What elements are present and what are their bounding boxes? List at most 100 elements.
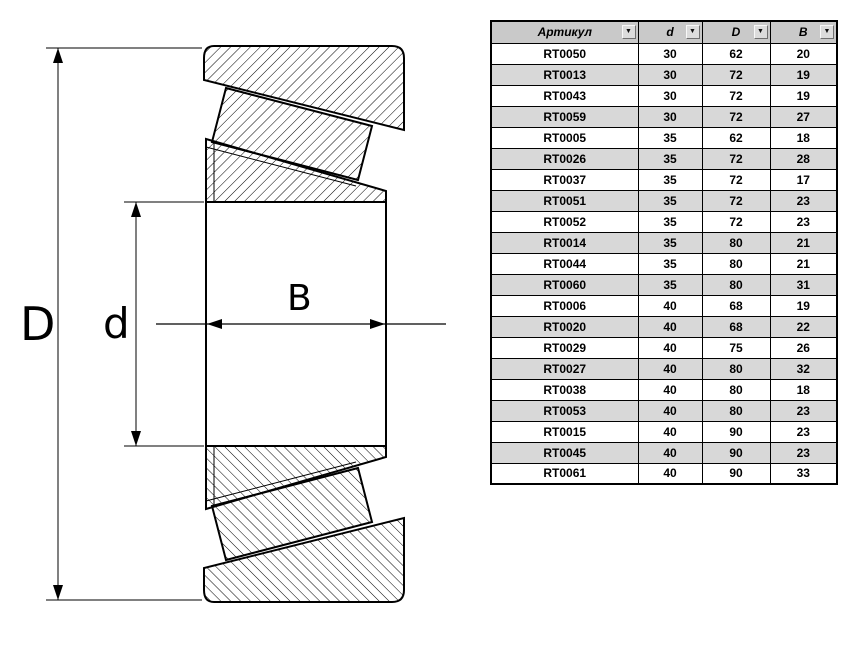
- table-row: RT0006 40 68 19: [490, 294, 838, 317]
- cell-width: 19: [769, 294, 838, 317]
- cell-outer-diameter: 90: [701, 441, 771, 464]
- cell-outer-diameter: 80: [701, 252, 771, 275]
- cell-outer-diameter: 62: [701, 126, 771, 149]
- col-header-article-label: Артикул: [537, 25, 592, 40]
- table-row: RT0014 35 80 21: [490, 231, 838, 254]
- cell-article: RT0026: [490, 147, 639, 170]
- cell-outer-diameter: 80: [701, 378, 771, 401]
- filter-button-d[interactable]: ▼: [685, 25, 700, 39]
- table-row: RT0026 35 72 28: [490, 147, 838, 170]
- cell-d: 40: [637, 378, 703, 401]
- cell-outer-diameter: 72: [701, 147, 771, 170]
- cell-outer-diameter: 80: [701, 273, 771, 296]
- dim-B-arrowhead-left: [207, 319, 222, 329]
- cell-article: RT0037: [490, 168, 639, 191]
- cell-outer-diameter: 90: [701, 420, 771, 443]
- label-outer-diameter: D: [20, 297, 55, 351]
- table-header-row: Артикул ▼ d ▼ D ▼ B ▼: [490, 20, 838, 44]
- cell-width: 21: [769, 252, 838, 275]
- cell-outer-diameter: 75: [701, 336, 771, 359]
- cell-d: 40: [637, 336, 703, 359]
- outer-ring-section: [203, 45, 405, 132]
- cell-d: 30: [637, 105, 703, 128]
- cell-outer-diameter: 68: [701, 315, 771, 338]
- table-row: RT0020 40 68 22: [490, 315, 838, 338]
- cell-d: 35: [637, 189, 703, 212]
- cell-outer-diameter: 72: [701, 168, 771, 191]
- cell-article: RT0051: [490, 189, 639, 212]
- cell-outer-diameter: 72: [701, 105, 771, 128]
- cell-article: RT0020: [490, 315, 639, 338]
- filter-button-article[interactable]: ▼: [621, 25, 636, 39]
- cell-d: 35: [637, 126, 703, 149]
- cell-d: 30: [637, 63, 703, 86]
- cell-d: 40: [637, 420, 703, 443]
- cell-outer-diameter: 80: [701, 399, 771, 422]
- cell-width: 33: [769, 462, 838, 485]
- col-header-d-label: d: [666, 25, 674, 40]
- filter-button-outer-diameter[interactable]: ▼: [753, 25, 768, 39]
- label-width: B: [287, 278, 312, 319]
- cell-width: 17: [769, 168, 838, 191]
- table-row: RT0029 40 75 26: [490, 336, 838, 359]
- cell-article: RT0027: [490, 357, 639, 380]
- cell-outer-diameter: 90: [701, 462, 771, 485]
- table-row: RT0059 30 72 27: [490, 105, 838, 128]
- cell-article: RT0061: [490, 462, 639, 485]
- table-row: RT0053 40 80 23: [490, 399, 838, 422]
- table-row: RT0013 30 72 19: [490, 63, 838, 86]
- cell-width: 21: [769, 231, 838, 254]
- cell-article: RT0029: [490, 336, 639, 359]
- label-bore-diameter: d: [103, 299, 130, 348]
- table-row: RT0061 40 90 33: [490, 462, 838, 485]
- col-header-d: d ▼: [637, 20, 703, 44]
- dim-B-arrowhead-right: [370, 319, 385, 329]
- table-row: RT0060 35 80 31: [490, 273, 838, 296]
- cell-outer-diameter: 62: [701, 42, 771, 65]
- cell-article: RT0050: [490, 42, 639, 65]
- cell-width: 23: [769, 210, 838, 233]
- cell-outer-diameter: 68: [701, 294, 771, 317]
- filter-button-width[interactable]: ▼: [820, 25, 834, 39]
- cell-d: 35: [637, 252, 703, 275]
- cell-width: 28: [769, 147, 838, 170]
- cell-width: 23: [769, 399, 838, 422]
- cell-d: 40: [637, 315, 703, 338]
- cell-article: RT0013: [490, 63, 639, 86]
- cell-article: RT0005: [490, 126, 639, 149]
- cell-width: 20: [769, 42, 838, 65]
- table-row: RT0044 35 80 21: [490, 252, 838, 275]
- table-row: RT0027 40 80 32: [490, 357, 838, 380]
- tapered-roller-section: [210, 86, 374, 182]
- cell-width: 18: [769, 126, 838, 149]
- cell-width: 26: [769, 336, 838, 359]
- cell-article: RT0044: [490, 252, 639, 275]
- cell-article: RT0015: [490, 420, 639, 443]
- cell-outer-diameter: 72: [701, 84, 771, 107]
- cell-outer-diameter: 80: [701, 357, 771, 380]
- table-row: RT0045 40 90 23: [490, 441, 838, 464]
- cell-article: RT0038: [490, 378, 639, 401]
- col-header-outer-diameter-label: D: [731, 25, 741, 40]
- bearing-cross-section-diagram: D d B: [20, 45, 446, 603]
- bearing-dimensions-table: Артикул ▼ d ▼ D ▼ B ▼: [490, 20, 838, 485]
- cell-article: RT0045: [490, 441, 639, 464]
- table-row: RT0037 35 72 17: [490, 168, 838, 191]
- cell-width: 23: [769, 441, 838, 464]
- cell-article: RT0043: [490, 84, 639, 107]
- table-body: RT0050 30 62 20 RT0013 30 72 19 RT0043 3…: [490, 42, 838, 485]
- cell-d: 40: [637, 399, 703, 422]
- table-row: RT0051 35 72 23: [490, 189, 838, 212]
- cell-outer-diameter: 72: [701, 189, 771, 212]
- cell-outer-diameter: 80: [701, 231, 771, 254]
- cell-d: 35: [637, 168, 703, 191]
- cell-width: 18: [769, 378, 838, 401]
- cell-width: 31: [769, 273, 838, 296]
- cell-d: 35: [637, 231, 703, 254]
- cell-outer-diameter: 72: [701, 63, 771, 86]
- col-header-width: B ▼: [769, 20, 838, 44]
- cell-width: 27: [769, 105, 838, 128]
- cell-article: RT0059: [490, 105, 639, 128]
- cell-width: 32: [769, 357, 838, 380]
- cell-d: 35: [637, 210, 703, 233]
